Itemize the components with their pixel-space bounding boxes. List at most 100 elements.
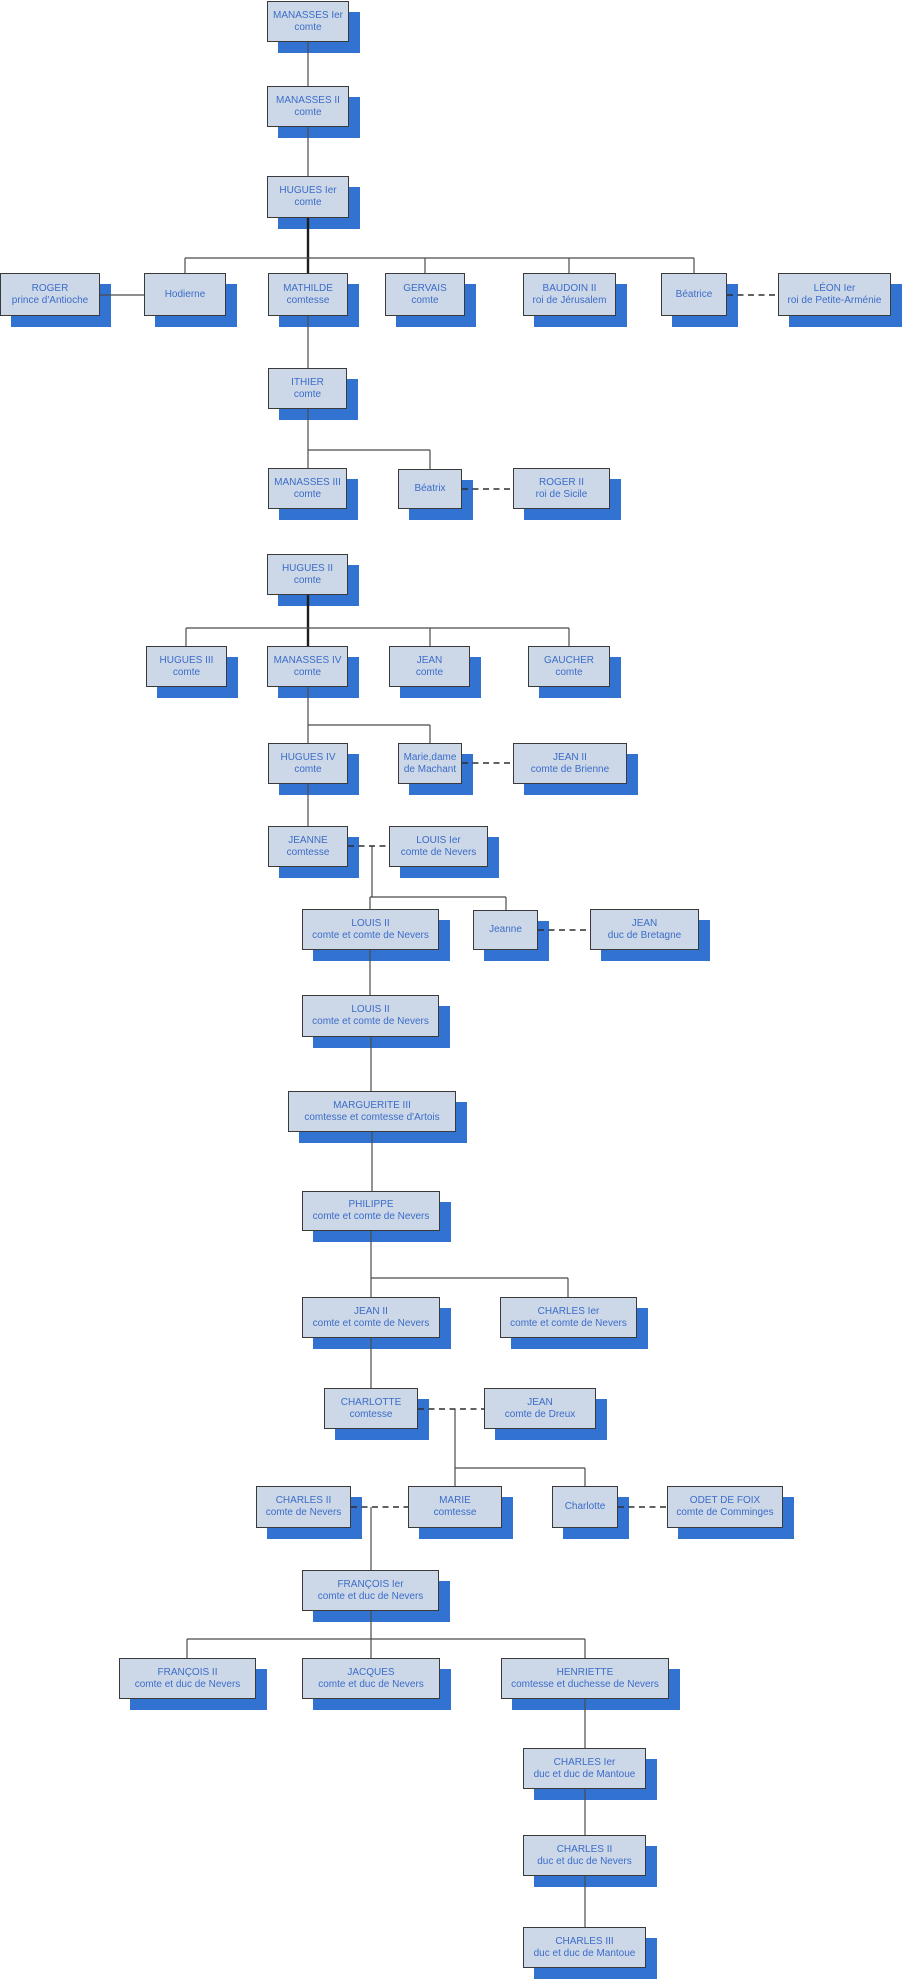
node-title: comte (293, 488, 322, 500)
node-name: LOUIS II (351, 1004, 390, 1015)
node-title: comte (172, 666, 201, 678)
node-name: LOUIS Ier (416, 834, 461, 846)
node-title: comte (294, 763, 322, 775)
node-title: comtesse (286, 294, 330, 306)
node-name: ITHIER (291, 376, 324, 388)
node-name: HUGUES II (281, 562, 334, 574)
node-name: Béatrix (414, 483, 446, 494)
node-name: MARIE (439, 1495, 471, 1506)
node-title: comte (555, 666, 583, 678)
node-title: comtesse et comtesse d'Artois (304, 1111, 440, 1123)
node-name: FRANÇOIS Ier (337, 1578, 404, 1590)
node-title: duc et duc de Mantoue (533, 1947, 636, 1959)
node-name: CHARLOTTE (340, 1396, 402, 1408)
node-name: JEANNE (288, 834, 328, 846)
node-name: Béatrice (675, 288, 713, 300)
node-title: duc et duc de Nevers (537, 1855, 632, 1867)
node-name: PHILIPPE (348, 1199, 394, 1210)
node-name: MANASSES II (276, 94, 340, 106)
node-name: GERVAIS (403, 282, 447, 294)
node-title: comte de Dreux (504, 1408, 576, 1420)
tree-node-charlotte-2: Charlotte (552, 1486, 618, 1528)
node-title: comtesse (433, 1507, 477, 1518)
node-title: comte (293, 388, 322, 400)
node-name: CHARLES Ier (553, 1756, 616, 1768)
node-title: comte (294, 197, 322, 208)
node-name: ROGER II (538, 476, 584, 488)
node-title: comte et comte de Nevers (312, 1317, 430, 1329)
node-title: comtesse et duchesse de Nevers (511, 1678, 659, 1690)
node-name: CHARLES III (555, 1935, 614, 1947)
node-title: comte et comte de Nevers (312, 929, 429, 941)
node-name: JEAN (416, 654, 443, 666)
node-name: Hodierne (164, 288, 206, 300)
node-name: HUGUES Ier (279, 185, 337, 196)
node-title: comtesse (349, 1408, 393, 1420)
node-name: BAUDOIN II (542, 282, 597, 294)
node-name: FRANÇOIS II (157, 1666, 218, 1678)
node-name: JEAN (527, 1396, 553, 1408)
node-title: roi de Jérusalem (532, 294, 607, 306)
node-name: CHARLES II (275, 1495, 332, 1506)
node-name: CHARLES Ier (537, 1305, 600, 1317)
node-name: HUGUES III (159, 654, 214, 666)
node-title: comte et duc de Nevers (317, 1590, 424, 1602)
node-title: comte (294, 21, 322, 33)
node-name: ODET DE FOIX (689, 1495, 761, 1506)
node-title: duc et duc de Mantoue (533, 1768, 636, 1780)
node-name: JACQUES (347, 1666, 395, 1678)
node-name: Jeanne (489, 924, 522, 935)
node-title: comte et comte de Nevers (312, 1211, 430, 1222)
node-title: comte et comte de Nevers (510, 1317, 627, 1329)
node-name: LÉON Ier (813, 282, 856, 294)
node-name: Marie,dame (403, 751, 457, 763)
node-title: duc de Bretagne (607, 929, 682, 941)
tree-node-beatrice: Béatrice (661, 273, 727, 316)
node-title: de Machant (403, 763, 457, 775)
tree-node-beatrix: Béatrix (398, 469, 462, 509)
node-title: comte et duc de Nevers (134, 1678, 241, 1690)
node-title: comte et duc de Nevers (318, 1678, 424, 1690)
node-title: prince d'Antioche (11, 294, 89, 306)
node-name: ROGER (31, 282, 69, 294)
node-name: MANASSES IV (273, 654, 342, 666)
node-name: JEAN II (354, 1305, 388, 1317)
node-name: CHARLES II (556, 1843, 613, 1855)
node-title: comte (293, 574, 322, 586)
node-title: comte (294, 106, 322, 118)
node-name: GAUCHER (543, 654, 594, 666)
